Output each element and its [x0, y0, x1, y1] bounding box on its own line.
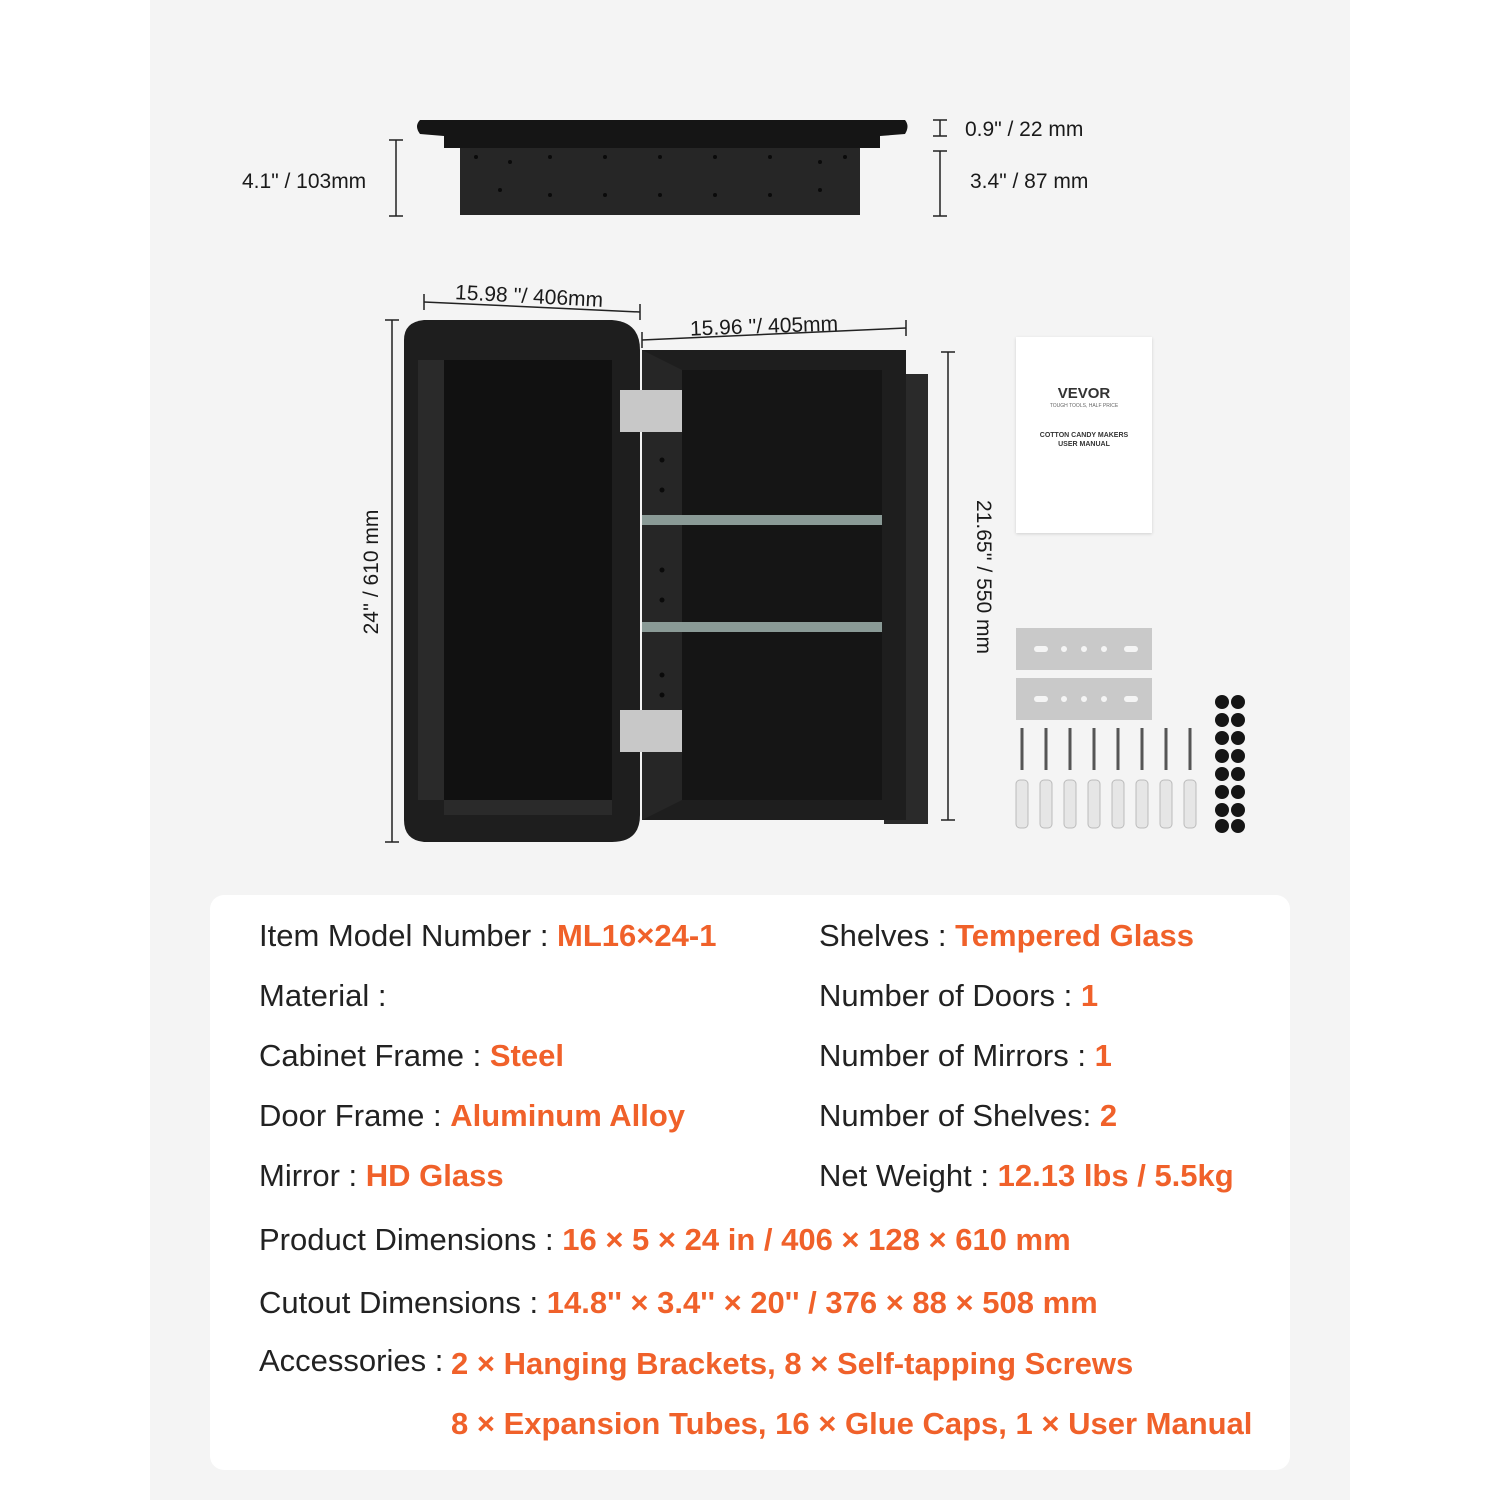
door-depth-label: 0.9" / 22 mm — [965, 118, 1084, 141]
cabinet-height-label: 21.65'' / 550 mm — [972, 500, 995, 654]
spec-door-frame-label: Door Frame : — [259, 1098, 451, 1133]
manual-title-line2: USER MANUAL — [1058, 441, 1110, 448]
spec-accessories: Accessories : — [259, 1343, 443, 1379]
spec-mirror-label: Mirror : — [259, 1158, 366, 1193]
manual-tagline: TOUGH TOOLS, HALF PRICE — [1049, 403, 1119, 409]
spec-cabinet-frame-value: Steel — [489, 1038, 564, 1073]
spec-model-label: Item Model Number : — [259, 918, 558, 953]
spec-cutout-value: 14.8'' × 3.4'' × 20'' / 376 × 88 × 508 m… — [546, 1285, 1098, 1320]
spec-model-value: ML16×24-1 — [557, 918, 717, 953]
spec-door-frame: Door Frame : Aluminum Alloy — [259, 1098, 685, 1134]
spec-product-dim-value: 16 × 5 × 24 in / 406 × 128 × 610 mm — [562, 1222, 1071, 1257]
spec-weight-label: Net Weight : — [819, 1158, 998, 1193]
spec-num-shelves-value: 2 — [1099, 1098, 1118, 1133]
spec-doors: Number of Doors : 1 — [819, 978, 1098, 1014]
spec-cabinet-frame: Cabinet Frame : Steel — [259, 1038, 564, 1074]
accessories-illustration — [1015, 628, 1245, 833]
spec-weight-value: 12.13 lbs / 5.5kg — [997, 1158, 1234, 1193]
spec-accessories-label: Accessories : — [259, 1343, 444, 1378]
spec-shelves: Shelves : Tempered Glass — [819, 918, 1194, 954]
spec-shelves-value: Tempered Glass — [955, 918, 1195, 953]
spec-doors-value: 1 — [1080, 978, 1099, 1013]
spec-mirror-value: HD Glass — [365, 1158, 504, 1193]
spec-num-shelves: Number of Shelves: 2 — [819, 1098, 1117, 1134]
spec-card — [210, 895, 1290, 1470]
spec-model: Item Model Number : ML16×24-1 — [259, 918, 716, 954]
spec-doors-label: Number of Doors : — [819, 978, 1081, 1013]
spec-mirrors-value: 1 — [1094, 1038, 1112, 1073]
spec-product-dim-label: Product Dimensions : — [259, 1222, 563, 1257]
spec-mirrors: Number of Mirrors : 1 — [819, 1038, 1112, 1074]
spec-cutout-dimensions: Cutout Dimensions : 14.8'' × 3.4'' × 20'… — [259, 1285, 1098, 1321]
spec-accessories-line2: 8 × Expansion Tubes, 16 × Glue Caps, 1 ×… — [451, 1406, 1253, 1441]
spec-weight: Net Weight : 12.13 lbs / 5.5kg — [819, 1158, 1234, 1194]
front-view-diagram — [385, 294, 955, 843]
spec-cutout-label: Cutout Dimensions : — [259, 1285, 547, 1320]
door-height-label: 24'' / 610 mm — [360, 509, 383, 635]
total-depth-label: 4.1" / 103mm — [242, 170, 367, 193]
spec-num-shelves-label: Number of Shelves: — [819, 1098, 1100, 1133]
cabinet-depth-label: 3.4" / 87 mm — [970, 170, 1089, 193]
spec-cabinet-frame-label: Cabinet Frame : — [259, 1038, 490, 1073]
manual-title-line1: COTTON CANDY MAKERS — [1039, 432, 1129, 439]
spec-mirrors-label: Number of Mirrors : — [819, 1038, 1095, 1073]
spec-material: Material : — [259, 978, 386, 1014]
spec-door-frame-value: Aluminum Alloy — [450, 1098, 686, 1133]
spec-mirror: Mirror : HD Glass — [259, 1158, 504, 1194]
spec-accessories-line1: 2 × Hanging Brackets, 8 × Self-tapping S… — [451, 1346, 1134, 1381]
user-manual-image: VEVOR TOUGH TOOLS, HALF PRICE COTTON CAN… — [1016, 337, 1152, 533]
manual-brand: VEVOR — [1057, 385, 1111, 402]
spec-product-dimensions: Product Dimensions : 16 × 5 × 24 in / 40… — [259, 1222, 1071, 1258]
top-view-diagram — [389, 119, 947, 217]
spec-shelves-label: Shelves : — [819, 918, 956, 953]
manual-title: COTTON CANDY MAKERS USER MANUAL — [1016, 431, 1152, 449]
spec-material-label: Material : — [259, 978, 387, 1013]
